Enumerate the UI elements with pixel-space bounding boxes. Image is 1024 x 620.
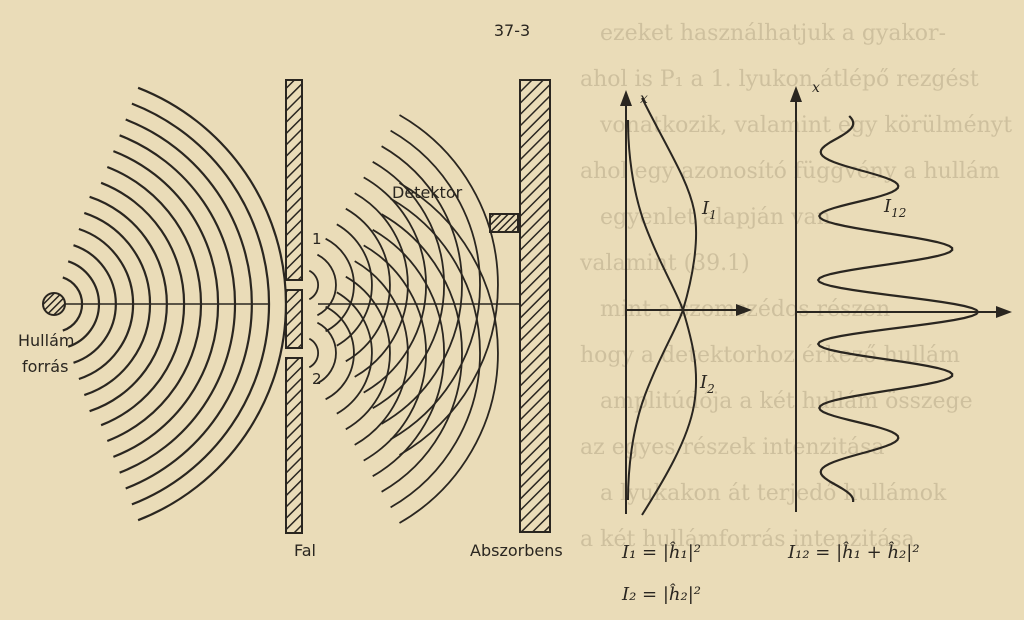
- slit-wavelet-arc: [316, 321, 337, 385]
- absorber-wall: [519, 79, 551, 533]
- slit-wavelet-arc: [345, 275, 391, 431]
- background-text: ezeket használhatjuk a gyakor-ahol is P₁…: [579, 21, 1012, 552]
- slit-wavelet-arc: [325, 305, 355, 401]
- slit-wavelet-arc: [372, 229, 445, 477]
- curve-i1-label: I1: [701, 198, 717, 222]
- wave-source-icon: [42, 292, 66, 316]
- detector-icon: [489, 213, 519, 233]
- background-text-line: hogy a detektorhoz érkező hullám: [580, 343, 960, 368]
- slit-2-label: 2: [312, 370, 322, 388]
- source-label-line1: Hullám: [18, 331, 74, 350]
- graph-left-x-arrow: [620, 90, 632, 106]
- formula-i12: I₁₂ = |ĥ₁ + ĥ₂|²: [787, 540, 920, 563]
- graph-right-x-label: x: [812, 80, 820, 96]
- background-text-line: ahol egy azonosító függvény a hullám: [580, 159, 1000, 184]
- slit-wavelet-arc: [399, 114, 499, 456]
- background-text-line: ezeket használhatjuk a gyakor-: [600, 21, 946, 46]
- slit-wavelet-arc: [345, 207, 391, 363]
- graph-right-x-arrow: [790, 86, 802, 102]
- slit-wavelet-arc: [363, 244, 427, 462]
- slit-wavelet-arc: [336, 291, 373, 415]
- page-number: 37-3: [494, 21, 530, 40]
- graph-left-x-label: x: [640, 91, 648, 107]
- graph-right-intensity-arrow: [996, 306, 1012, 318]
- slit-wavelet-arc: [336, 223, 373, 347]
- wall: [285, 79, 303, 534]
- background-text-line: a lyukakon át terjedő hullámok: [600, 481, 947, 506]
- background-text-line: amplitúdója a két hullám összege: [600, 389, 973, 414]
- slit-wavelet-arc: [354, 260, 409, 446]
- wall-label: Fal: [294, 541, 316, 560]
- curve-i2: [627, 119, 698, 516]
- curve-i2-label: I2: [699, 372, 715, 396]
- formula-i2: I₂ = |ĥ₂|²: [621, 582, 701, 605]
- curve-i12: [816, 115, 980, 503]
- slit-wavelet-arc: [325, 237, 355, 333]
- background-text-line: valamint (39.1): [579, 251, 750, 276]
- slit-wavelet-arc: [354, 192, 409, 378]
- graph-i1-i2: x I1 I2: [620, 90, 752, 516]
- slit-wavelet-arc: [316, 253, 337, 317]
- slit-wavelet-arc: [399, 182, 499, 524]
- graph-i12: x I12: [790, 80, 1012, 512]
- slit-wavelet-arc: [363, 176, 427, 394]
- source-wavefronts: [62, 86, 288, 522]
- slit-wavelet-arc: [308, 269, 319, 301]
- curve-i12-label: I12: [883, 196, 906, 220]
- slit-wavelet-arc: [390, 197, 481, 509]
- slit-1-label: 1: [312, 230, 322, 248]
- graph-left-intensity-arrow: [736, 304, 752, 316]
- slit-wavelets: [308, 114, 499, 524]
- background-text-line: ahol is P₁ a 1. lyukon átlépő rezgést: [580, 67, 979, 92]
- absorber-label: Abszorbens: [470, 541, 563, 560]
- slit-wavelet-arc: [372, 161, 445, 409]
- source-label-line2: forrás: [22, 357, 68, 376]
- slit-wavelet-arc: [381, 213, 463, 493]
- background-text-line: a két hullámforrás intenzitása: [580, 527, 915, 552]
- source-wavefront-arc: [131, 102, 271, 506]
- background-text-line: egyenlet alapján van: [600, 205, 831, 230]
- formula-i1: I₁ = |ĥ₁|²: [621, 540, 701, 563]
- slit-wavelet-arc: [308, 337, 319, 369]
- detector-label: Detektor: [392, 183, 463, 202]
- background-text-line: vonatkozik, valamint egy körülményt: [599, 113, 1012, 138]
